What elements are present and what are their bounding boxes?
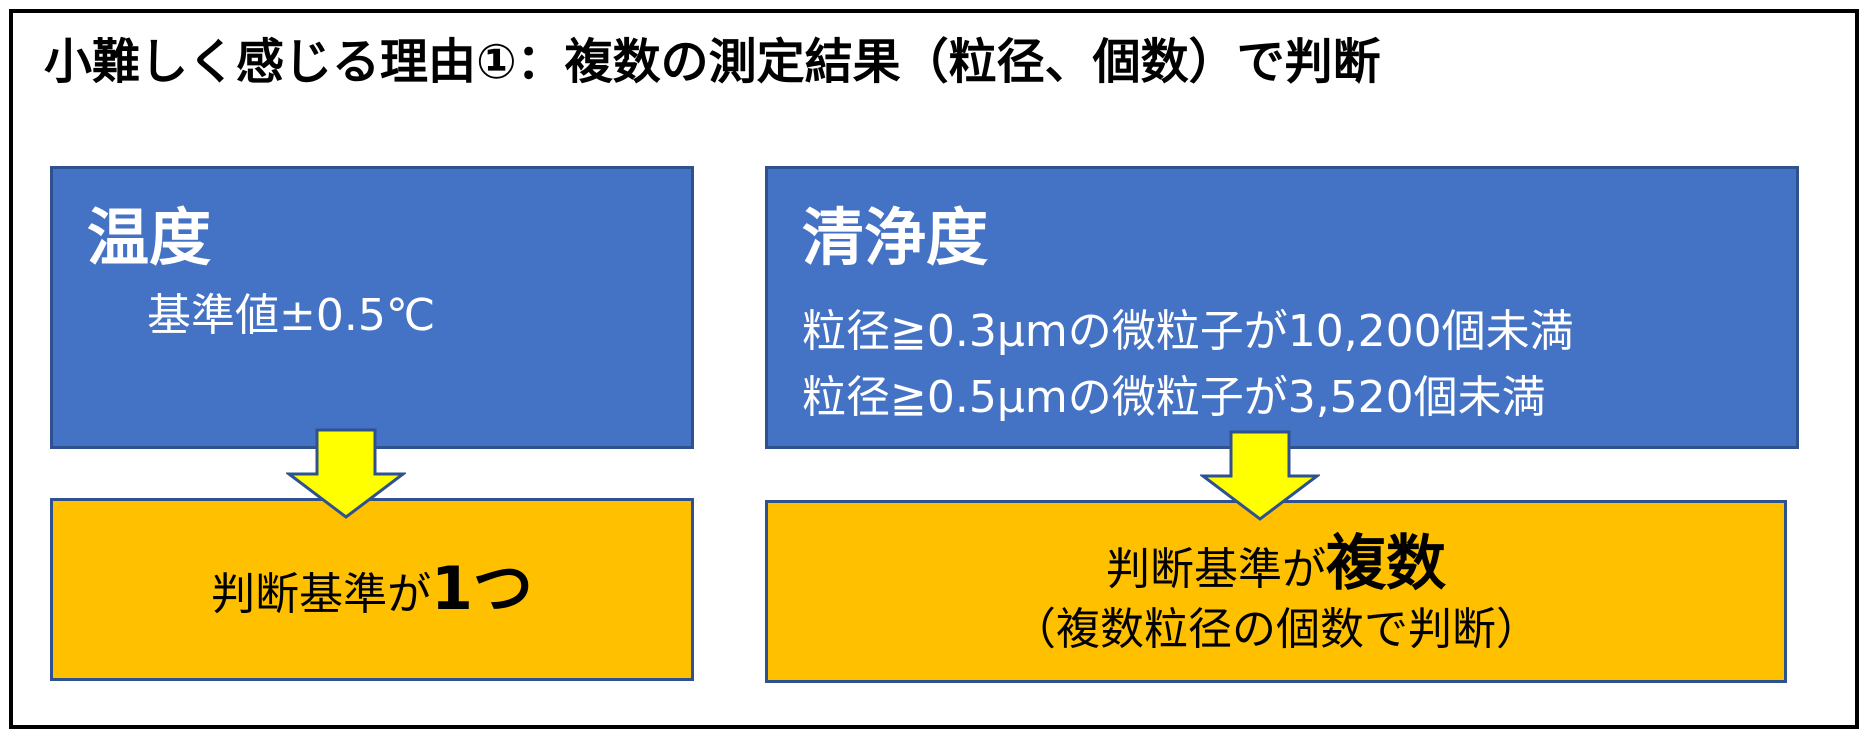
temperature-result-box: 判断基準が1つ <box>50 498 694 681</box>
temperature-result: 判断基準が1つ <box>211 552 533 627</box>
cleanliness-result-note: （複数粒径の個数で判断） <box>1012 603 1540 655</box>
cleanliness-box: 清浄度 粒径≧0.3μmの微粒子が10,200個未満 粒径≧0.5μmの微粒子が… <box>765 166 1799 449</box>
down-arrow-icon <box>286 428 406 519</box>
temperature-result-emphasis: 1つ <box>431 554 533 624</box>
cleanliness-criterion-2: 粒径≧0.5μmの微粒子が3,520個未満 <box>802 372 1546 423</box>
cleanliness-result-emphasis: 複数 <box>1326 528 1446 599</box>
cleanliness-result-prefix: 判断基準が <box>1106 543 1326 595</box>
cleanliness-result: 判断基準が複数 <box>1106 527 1446 602</box>
down-arrow-icon <box>1200 430 1320 521</box>
cleanliness-criterion-1: 粒径≧0.3μmの微粒子が10,200個未満 <box>802 306 1574 357</box>
cleanliness-heading: 清浄度 <box>802 201 989 274</box>
cleanliness-result-box: 判断基準が複数 （複数粒径の個数で判断） <box>765 500 1787 683</box>
temperature-result-prefix: 判断基準が <box>211 569 432 620</box>
temperature-heading: 温度 <box>87 201 212 274</box>
temperature-criterion: 基準値±0.5℃ <box>147 290 436 341</box>
slide-title: 小難しく感じる理由①：複数の測定結果（粒径、個数）で判断 <box>44 34 1381 90</box>
temperature-box: 温度 基準値±0.5℃ <box>50 166 694 449</box>
